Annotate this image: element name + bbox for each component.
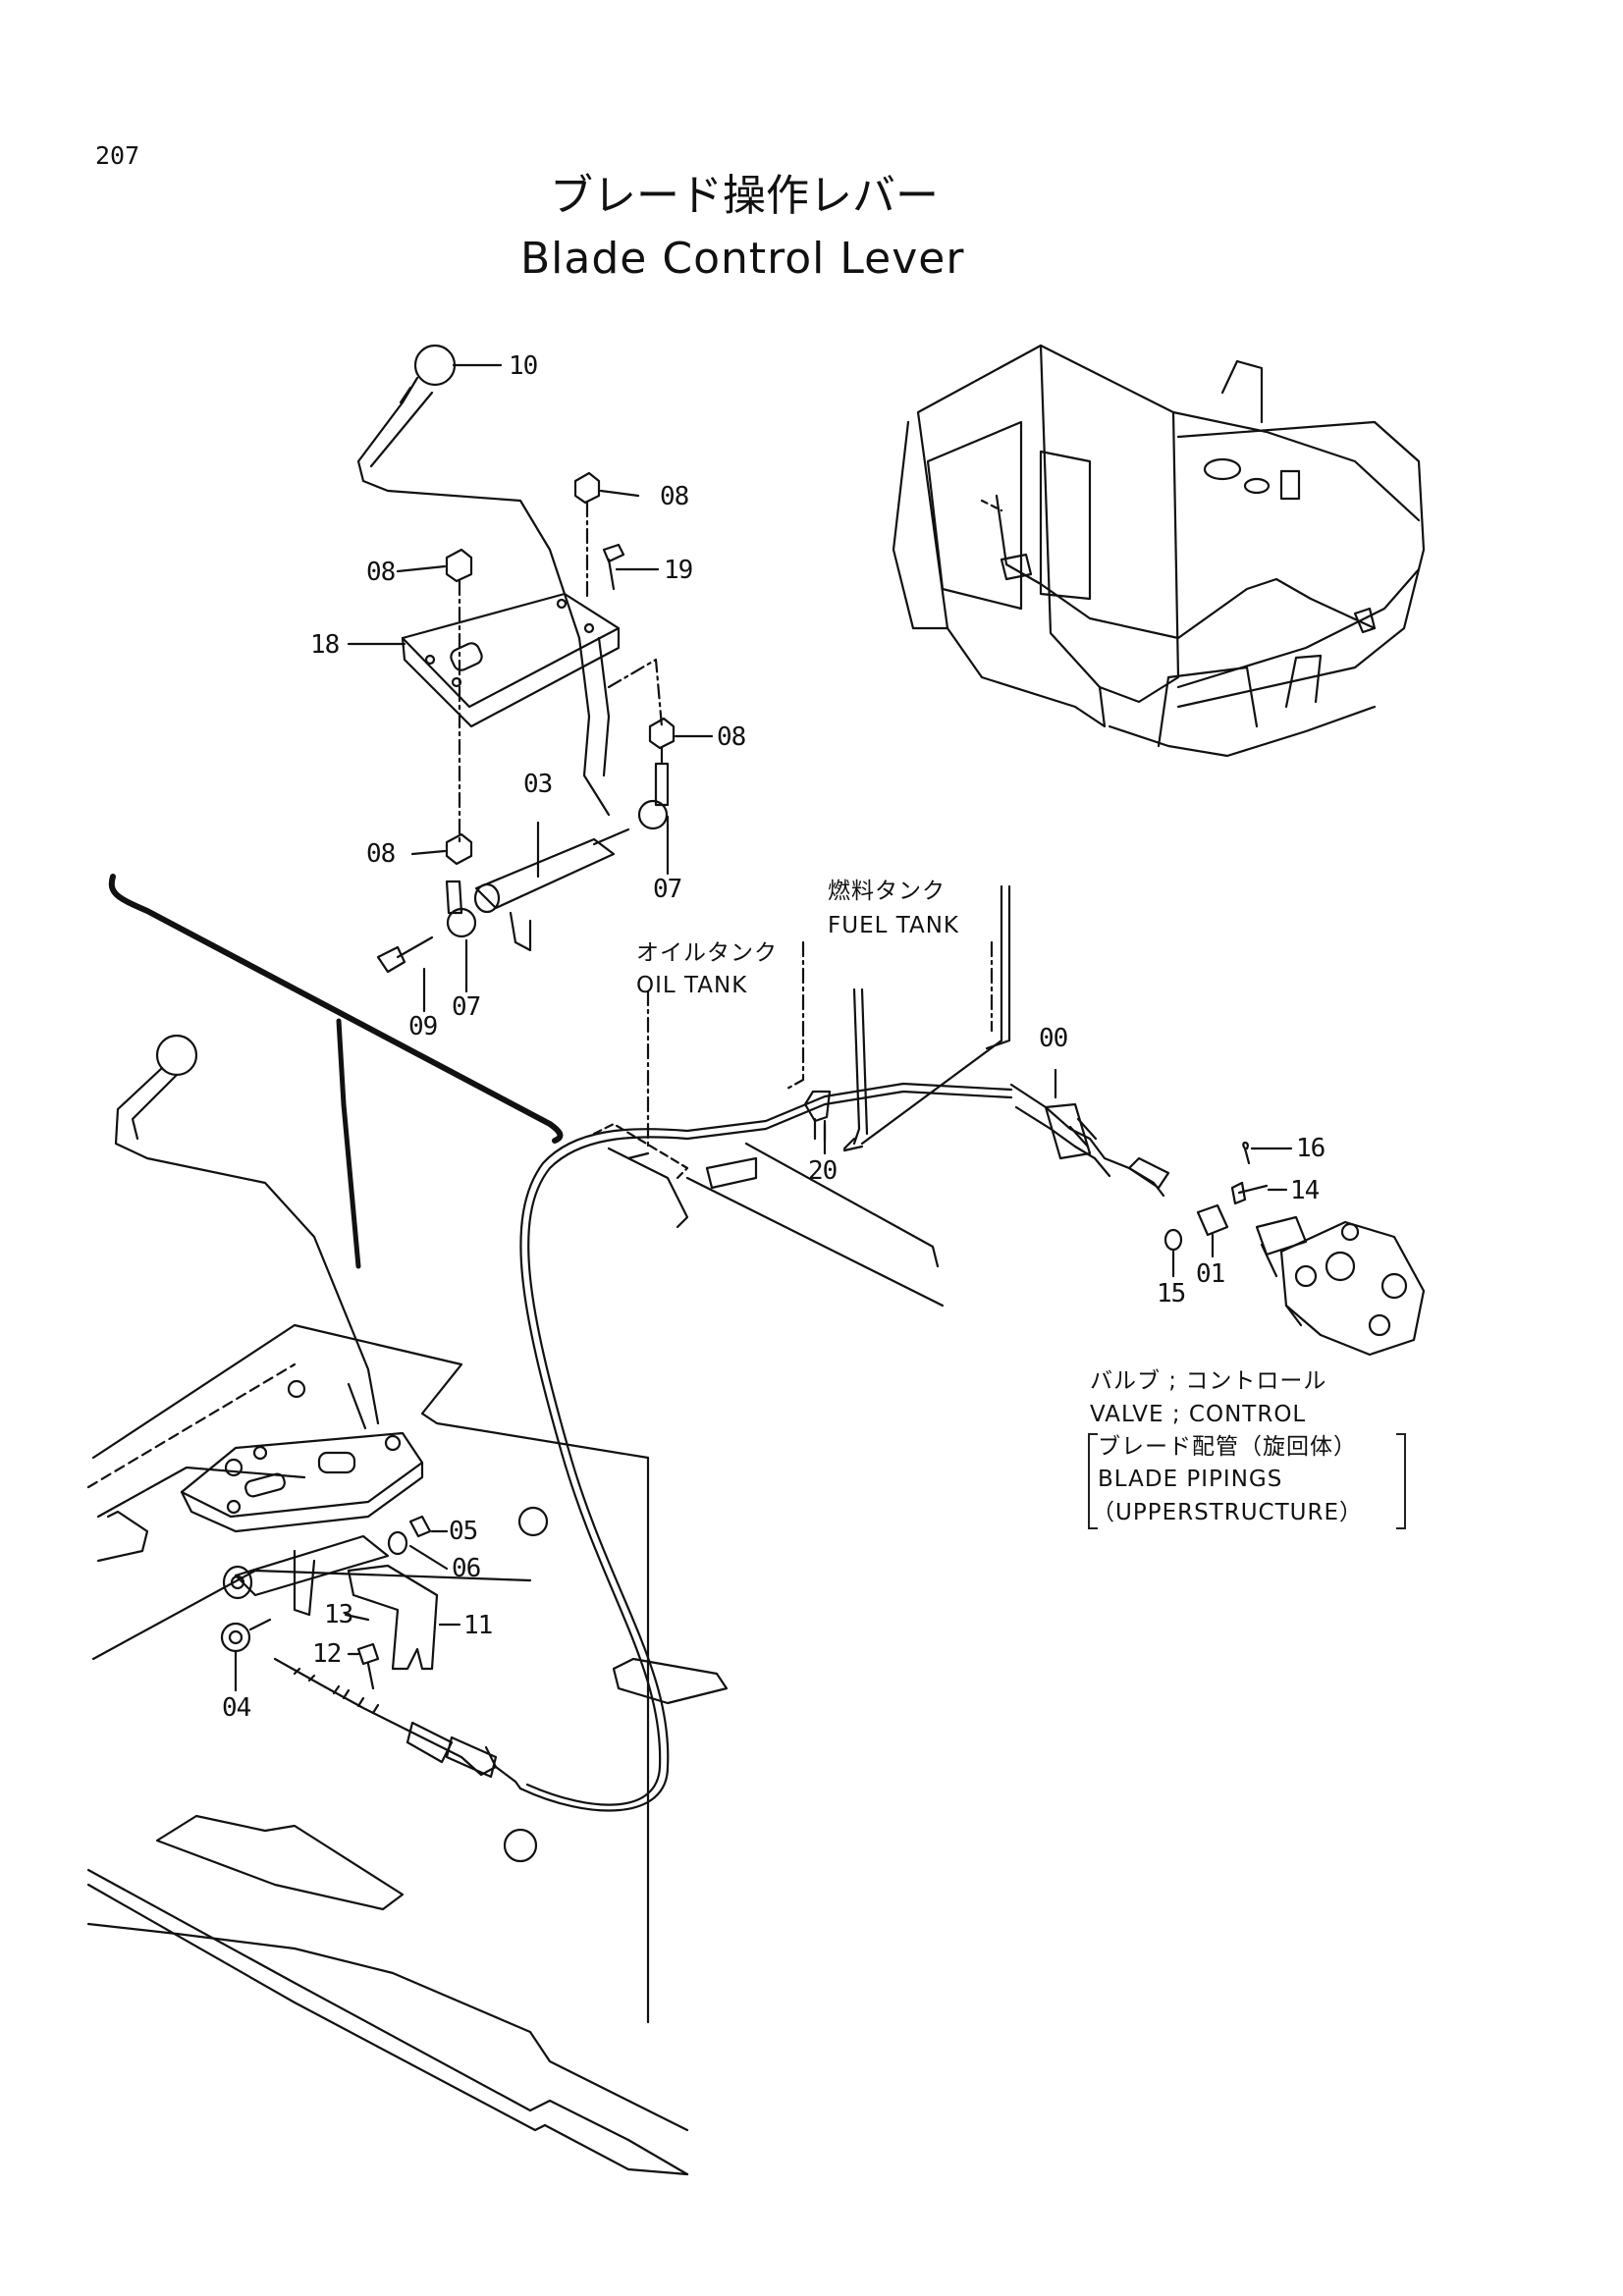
bracket-right (1396, 1433, 1406, 1529)
callout-05: 05 (449, 1517, 478, 1546)
callout-19: 19 (664, 556, 693, 585)
label-valve-en: VALVE ; CONTROL (1090, 1402, 1307, 1427)
callout-20: 20 (808, 1156, 838, 1186)
bracket-left (1088, 1433, 1098, 1529)
lever-knob (413, 344, 457, 387)
label-fuel-tank-en: FUEL TANK (828, 913, 960, 938)
label-fuel-tank-ja: 燃料タンク (828, 879, 946, 904)
title-japanese: ブレード操作レバー (550, 171, 939, 221)
callout-07: 07 (653, 875, 682, 904)
callout-11: 11 (463, 1611, 493, 1640)
control-cable (518, 1082, 1170, 1812)
label-oil-tank-ja: オイルタンク (636, 940, 778, 966)
title-english: Blade Control Lever (520, 234, 965, 284)
callout-18: 18 (310, 630, 340, 660)
callout-04: 04 (222, 1693, 251, 1723)
section-boundary (108, 874, 564, 1144)
tank-outlines (592, 884, 1011, 1308)
callout-15: 15 (1157, 1279, 1186, 1308)
callout-16: 16 (1296, 1134, 1325, 1163)
callout-08: 08 (366, 558, 396, 587)
callout-10: 10 (509, 351, 538, 381)
control-valve (823, 1068, 1426, 1357)
callout-08: 08 (660, 482, 689, 511)
excavator-overview (892, 344, 1426, 758)
callout-09: 09 (408, 1012, 438, 1041)
callout-08: 08 (366, 839, 396, 869)
label-valve-ja: バルブ ; コントロール (1090, 1368, 1327, 1394)
lever-rod (356, 376, 581, 640)
callout-01: 01 (1196, 1259, 1225, 1289)
callout-12: 12 (312, 1639, 342, 1669)
lower-lever-assembly (86, 1034, 729, 2176)
callout-07: 07 (452, 992, 481, 1022)
label-piping-en: BLADE PIPINGS (1098, 1467, 1283, 1492)
upper-lever-assembly (347, 344, 714, 1013)
callout-14: 14 (1290, 1176, 1320, 1205)
callout-08: 08 (717, 722, 746, 752)
label-piping-ja: ブレード配管（旋回体） (1098, 1434, 1357, 1460)
lever-shaft (474, 837, 616, 910)
callout-13: 13 (324, 1600, 353, 1629)
callout-03: 03 (523, 770, 553, 799)
label-upperstructure: （UPPERSTRUCTURE） (1092, 1500, 1364, 1525)
label-oil-tank-en: OIL TANK (636, 973, 748, 998)
page-number: 207 (95, 141, 140, 170)
callout-00: 00 (1039, 1024, 1068, 1053)
callout-06: 06 (452, 1554, 481, 1583)
